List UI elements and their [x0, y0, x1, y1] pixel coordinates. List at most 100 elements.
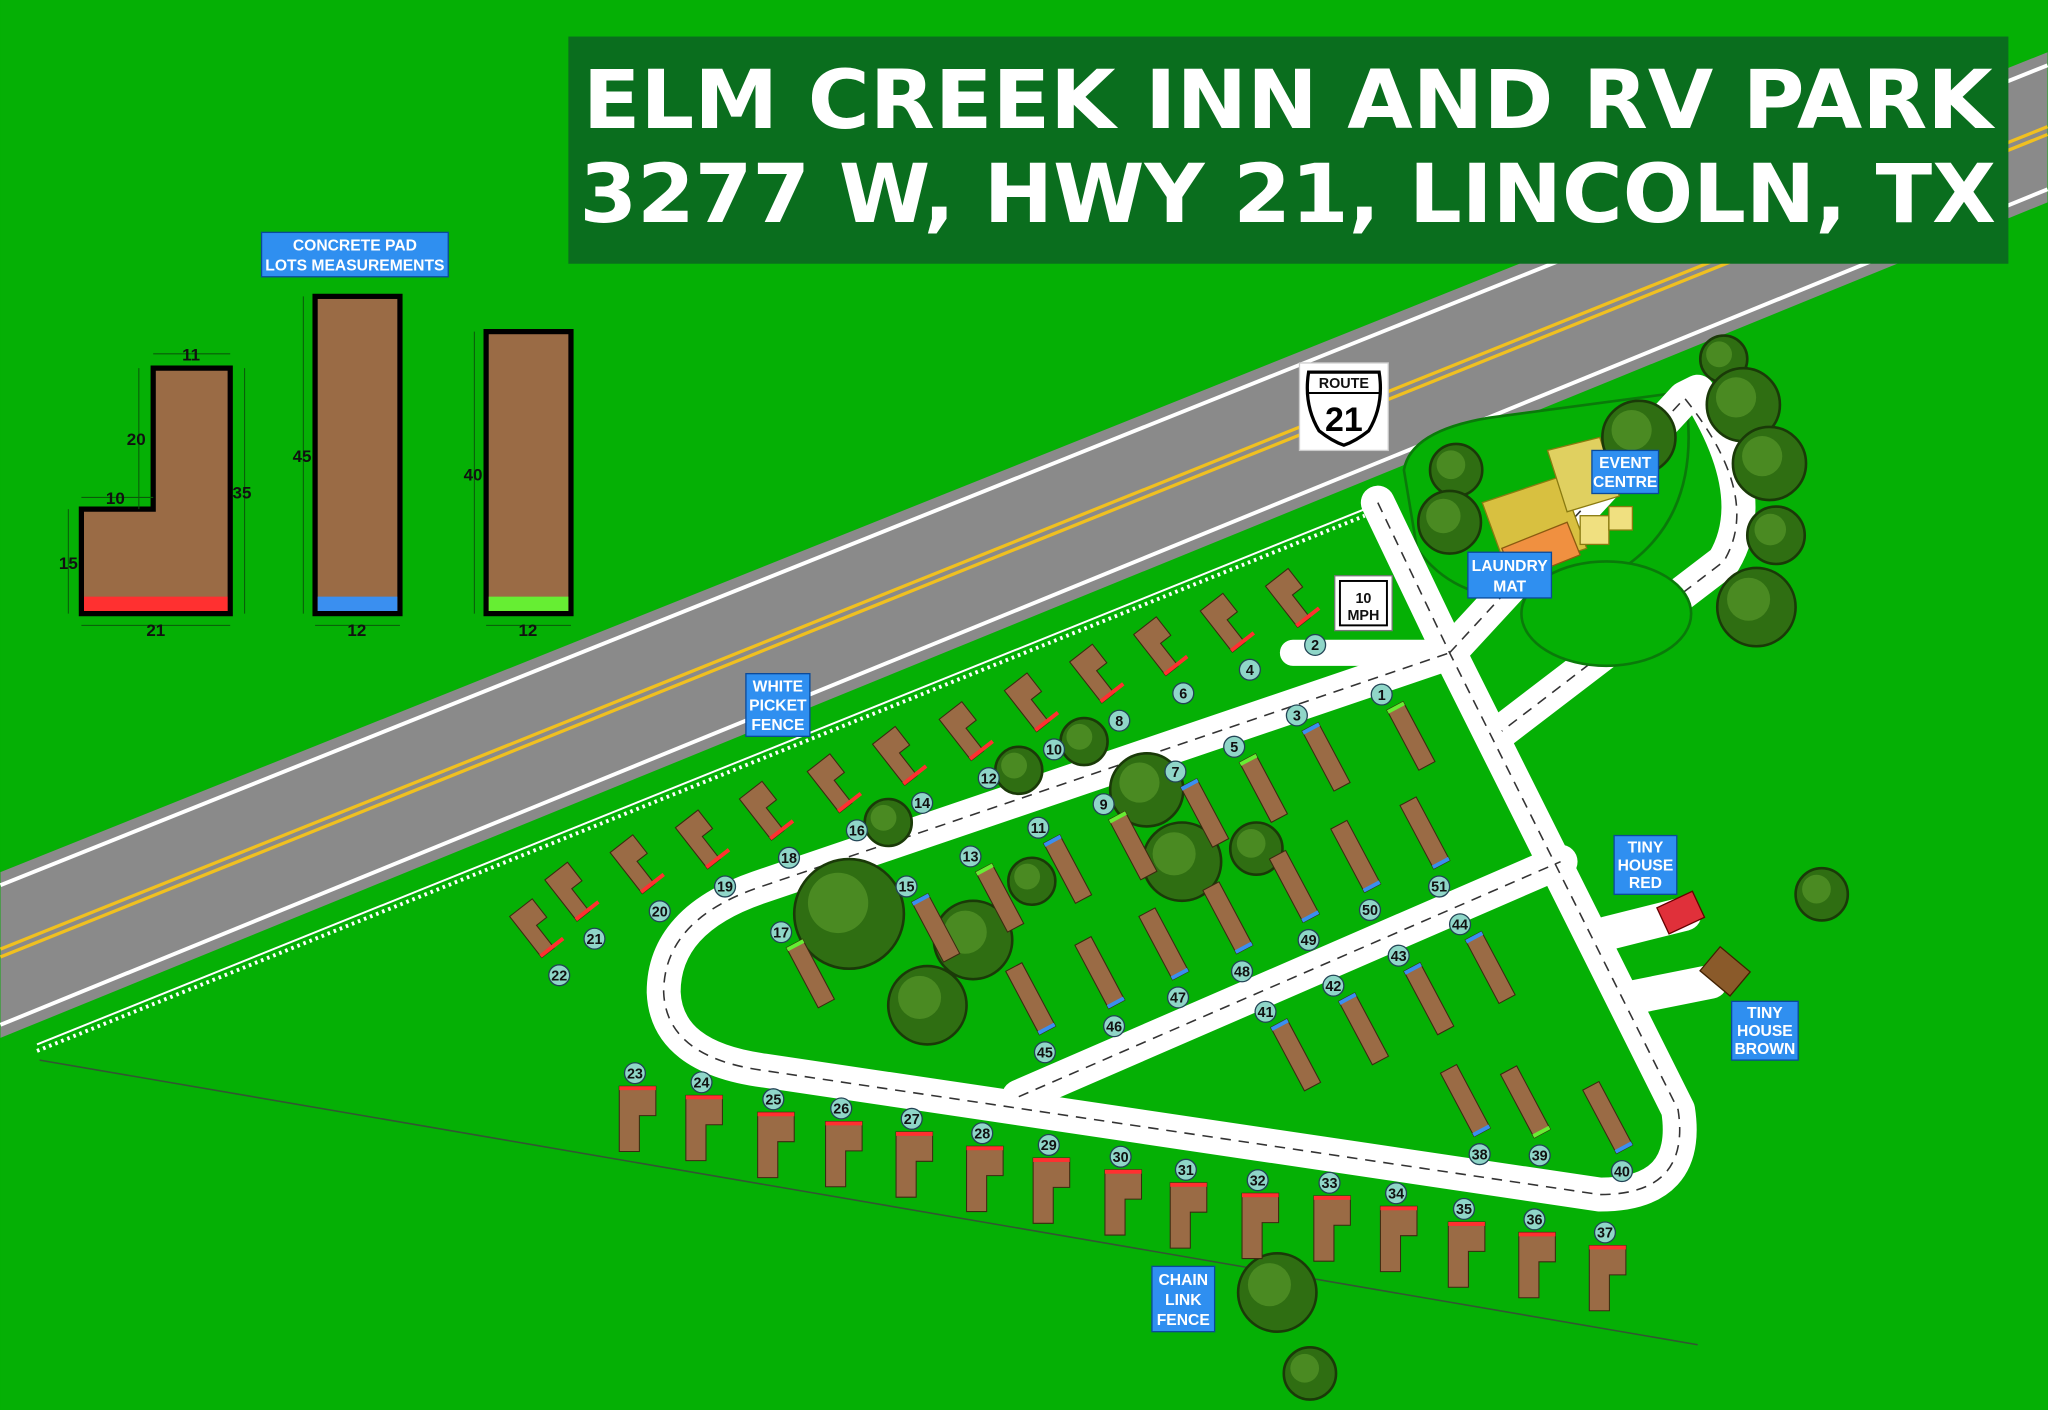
- lot-band: [1302, 722, 1321, 735]
- rv-lot-44[interactable]: 44: [1448, 913, 1516, 1005]
- label-line: TINY: [1628, 839, 1664, 856]
- rv-lot-20[interactable]: 20: [609, 834, 671, 923]
- rv-lot-8[interactable]: 8: [1068, 643, 1131, 732]
- rv-lot-5[interactable]: 5: [1223, 735, 1289, 824]
- rv-lot-23[interactable]: 23: [618, 1062, 657, 1153]
- lot-band: [1043, 834, 1062, 847]
- lot-number: 35: [1456, 1202, 1472, 1218]
- rv-lot-35[interactable]: 35: [1447, 1197, 1486, 1288]
- label-line: HOUSE: [1737, 1023, 1793, 1040]
- rv-lot-48[interactable]: 48: [1202, 881, 1254, 983]
- rv-lot-45[interactable]: 45: [1005, 962, 1057, 1064]
- title-background: [568, 36, 2009, 264]
- lot-band: [1180, 778, 1199, 791]
- title-banner: ELM CREEK INN AND RV PARK 3277 W, HWY 21…: [568, 36, 2009, 264]
- rv-lot-39[interactable]: 39: [1499, 1065, 1552, 1167]
- lot-band: [757, 1112, 795, 1117]
- rv-lot-14[interactable]: 14: [871, 725, 934, 815]
- center-line: [0, 132, 2048, 959]
- rv-lot-50[interactable]: 50: [1330, 819, 1382, 922]
- rv-lot-7[interactable]: 7: [1164, 760, 1230, 848]
- tree-icon: [1428, 442, 1484, 498]
- rv-lot-40[interactable]: 40: [1582, 1080, 1634, 1183]
- rv-lot-1[interactable]: 1: [1370, 683, 1436, 771]
- rv-lot-41[interactable]: 41: [1254, 1000, 1322, 1092]
- rv-lot-49[interactable]: 49: [1268, 849, 1320, 952]
- lot-band: [1170, 1182, 1207, 1187]
- rv-lot-16[interactable]: 16: [806, 753, 868, 842]
- lot-band: [1472, 1124, 1491, 1137]
- rv-lot-12[interactable]: 12: [938, 700, 1000, 790]
- lot-number: 1: [1378, 688, 1386, 704]
- lot-number: 11: [1031, 821, 1046, 837]
- speed-limit-value: 10: [1355, 591, 1371, 607]
- rv-lot-25[interactable]: 25: [757, 1088, 795, 1179]
- label-line: FENCE: [751, 717, 804, 734]
- lot-number-badge: [971, 1122, 994, 1145]
- tree-icon: [1745, 505, 1807, 566]
- lot-number: 20: [652, 904, 668, 920]
- lot-number-badge: [1448, 913, 1472, 936]
- rv-lot-27[interactable]: 27: [895, 1107, 934, 1198]
- rv-lot-24[interactable]: 24: [685, 1071, 723, 1162]
- rv-lot-34[interactable]: 34: [1379, 1182, 1418, 1273]
- lot-number-badge: [1042, 738, 1066, 761]
- road-edge-line: [0, 187, 2048, 1027]
- label-line: LINK: [1165, 1292, 1202, 1309]
- rv-lot-26[interactable]: 26: [825, 1097, 863, 1188]
- lot-number-badge: [583, 927, 606, 950]
- rv-lot-22[interactable]: 22: [508, 898, 571, 987]
- rv-lot-15[interactable]: 15: [895, 875, 961, 963]
- highway-21: [0, 52, 2048, 1038]
- rv-lot-4[interactable]: 4: [1199, 592, 1261, 681]
- rv-lot-46[interactable]: 46: [1074, 935, 1126, 1038]
- rv-lot-10[interactable]: 10: [1003, 672, 1066, 761]
- trees: [792, 334, 1850, 1401]
- rv-lot-30[interactable]: 30: [1104, 1145, 1143, 1236]
- rv-lot-3[interactable]: 3: [1285, 704, 1351, 792]
- rv-lot-2[interactable]: 2: [1264, 567, 1327, 657]
- rv-lot-51[interactable]: 51: [1399, 796, 1451, 898]
- rv-lot-36[interactable]: 36: [1518, 1208, 1556, 1299]
- tree-icon: [1228, 821, 1284, 877]
- lot-number: 14: [914, 796, 930, 812]
- rv-lot-31[interactable]: 31: [1169, 1158, 1208, 1249]
- rv-lot-32[interactable]: 32: [1241, 1169, 1280, 1260]
- rv-lot-28[interactable]: 28: [966, 1122, 1004, 1213]
- rv-lot-42[interactable]: 42: [1322, 974, 1390, 1066]
- rv-lot-17[interactable]: 17: [770, 921, 836, 1009]
- route-sign-number: 21: [1325, 401, 1363, 439]
- rv-lot-47[interactable]: 47: [1138, 907, 1190, 1009]
- rv-lot-6[interactable]: 6: [1132, 616, 1195, 705]
- rv-lot-43[interactable]: 43: [1387, 944, 1455, 1036]
- rv-lot-9[interactable]: 9: [1092, 793, 1158, 881]
- lot-number: 37: [1597, 1226, 1613, 1242]
- lot-number: 43: [1391, 949, 1407, 965]
- rv-lot-13[interactable]: 13: [959, 845, 1025, 933]
- lot-number: 9: [1100, 797, 1108, 813]
- lot-number: 23: [627, 1066, 643, 1082]
- lot-band: [1170, 967, 1189, 980]
- rv-lot-33[interactable]: 33: [1313, 1171, 1351, 1262]
- tree-icon: [792, 857, 906, 971]
- lot-number-badge: [895, 875, 918, 898]
- rv-lot-38[interactable]: 38: [1439, 1063, 1492, 1166]
- dim-lower-left: 15: [59, 554, 78, 573]
- lot-band: [1239, 753, 1258, 766]
- rv-lot-21[interactable]: 21: [544, 861, 606, 950]
- lot-band: [837, 791, 863, 813]
- rv-lot-18[interactable]: 18: [738, 780, 801, 869]
- rv-lot-29[interactable]: 29: [1032, 1133, 1071, 1224]
- rv-lot-11[interactable]: 11: [1027, 816, 1093, 905]
- rv-lot-19[interactable]: 19: [674, 809, 737, 898]
- lot-number: 28: [974, 1126, 990, 1142]
- lot-number: 32: [1250, 1173, 1266, 1189]
- tree-icon: [1007, 856, 1057, 907]
- rv-lot-37[interactable]: 37: [1588, 1221, 1627, 1312]
- lot-band: [1301, 910, 1320, 923]
- route-21-sign: ROUTE 21: [1298, 362, 1389, 452]
- lot-number: 38: [1472, 1147, 1488, 1163]
- lot-number: 42: [1325, 979, 1341, 995]
